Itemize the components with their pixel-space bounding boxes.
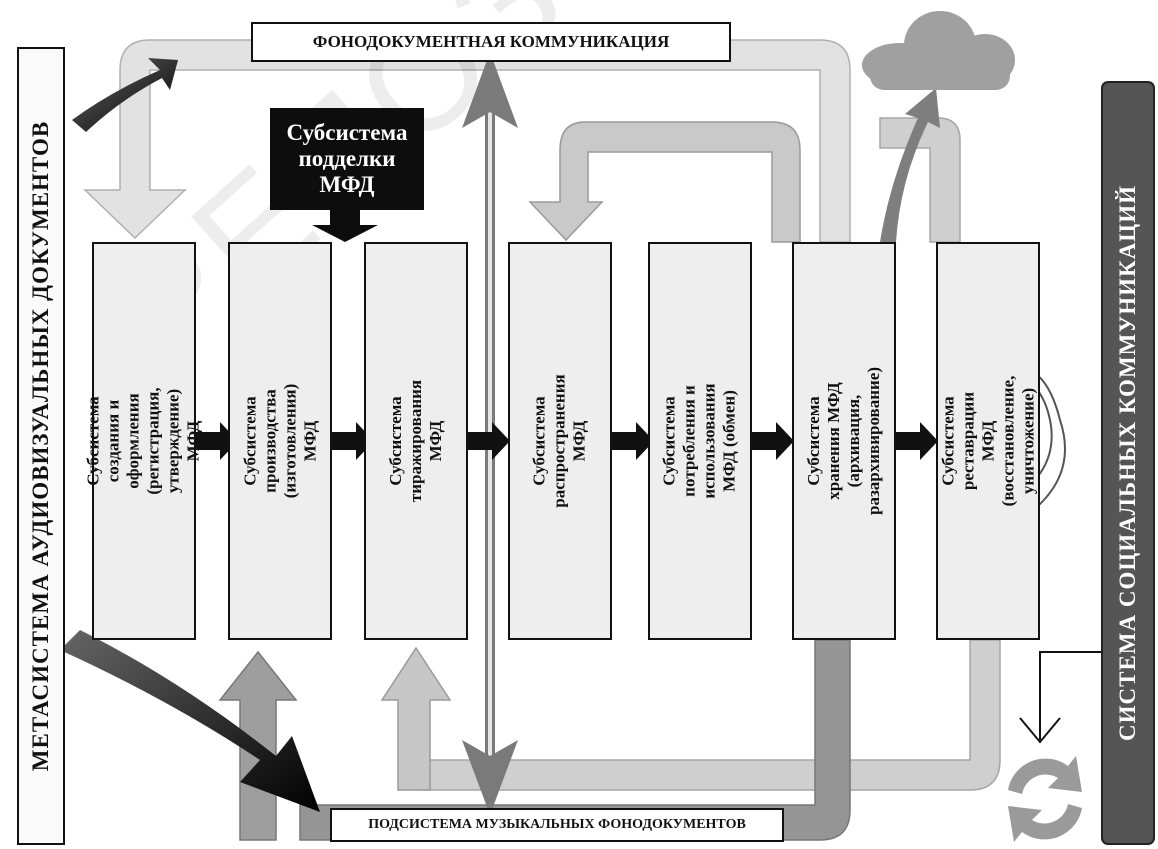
subsystem-creation-line2: (регистрация, утверждение) МФД [144,387,203,495]
bottom-subsystem-text: ПОДСИСТЕМА МУЗЫКАЛЬНЫХ ФОНОДОКУМЕНТОВ [368,817,746,832]
social-down-arrow [1039,651,1105,740]
subsystem-restoration-line1: Субсистема реставрации МФД [938,391,998,491]
subsystem-consumption-line2: использования МФД (обмен) [700,383,739,499]
flow-arrow-2 [332,422,374,460]
flow-arrow-1 [196,422,238,460]
subsystem-storage-line1: Субсистема хранения МФД [804,382,844,500]
subsystem-restoration: Субсистема реставрации МФД(восстановлени… [936,242,1040,640]
cloud-arrow [880,88,940,242]
bottom-up-arrow-3 [380,646,452,791]
top-communication-label: ФОНОДОКУМЕНТНАЯ КОММУНИКАЦИЯ [251,22,731,62]
black-swoosh-bottom [60,630,320,812]
storage-to-distribution-arrow [528,121,801,243]
social-down-arrowhead [1019,717,1061,744]
forgery-line-3: МФД [319,172,375,197]
subsystem-creation-line1: Субсистема создания и оформления [84,393,143,489]
subsystem-restoration-line2: (восстановление, уничтожение) [998,375,1038,507]
subsystem-creation: Субсистема создания и оформления(регистр… [84,242,203,640]
flow-arrow-4 [612,422,654,460]
subsystem-consumption-line1: Субсистема потребления и [660,385,699,497]
left-metasystem-text: МЕТАСИСТЕМА АУДИОВИЗУАЛЬНЫХ ДОКУМЕНТОВ [28,120,54,772]
subsystem-distribution: Субсистема распространения МФД [508,242,612,640]
black-swoosh-top [72,58,178,132]
subsystem-production-line2: (изготовления) МФД [280,383,319,499]
right-social-panel: СИСТЕМА СОЦИАЛЬНЫХ КОММУНИКАЦИЙ [1102,82,1154,844]
left-metasystem-panel: МЕТАСИСТЕМА АУДИОВИЗУАЛЬНЫХ ДОКУМЕНТОВ [18,48,64,844]
flow-arrow-3 [468,422,510,460]
forgery-down-arrow [312,210,378,242]
cloud-icon [862,11,1015,90]
top-communication-text: ФОНОДОКУМЕНТНАЯ КОММУНИКАЦИЯ [312,32,670,51]
refresh-icon [1008,756,1082,842]
right-social-text: СИСТЕМА СОЦИАЛЬНЫХ КОММУНИКАЦИЙ [1115,185,1140,741]
forgery-line-1: Субсистема [286,120,408,145]
flow-arrow-5 [752,422,794,460]
subsystem-storage-line2: (архивация, разархивирование) [844,366,884,516]
forgery-subsystem-box: Субсистема подделки МФД [270,108,424,210]
subsystem-storage: Субсистема хранения МФД(архивация, разар… [792,242,896,640]
subsystem-production: Субсистема производства(изготовления) МФ… [228,242,332,640]
restoration-loop-arrow [419,117,1001,791]
subsystem-replication: Субсистема тиражирования МФД [364,242,468,640]
subsystem-replication-line1: Субсистема тиражирования МФД [386,379,446,503]
subsystem-production-line1: Субсистема производства [240,389,279,493]
vertical-double-arrow [462,52,518,815]
forgery-line-2: подделки [298,146,396,171]
bottom-subsystem-label: ПОДСИСТЕМА МУЗЫКАЛЬНЫХ ФОНОДОКУМЕНТОВ [330,808,784,842]
subsystem-distribution-line1: Субсистема распространения МФД [530,374,589,508]
